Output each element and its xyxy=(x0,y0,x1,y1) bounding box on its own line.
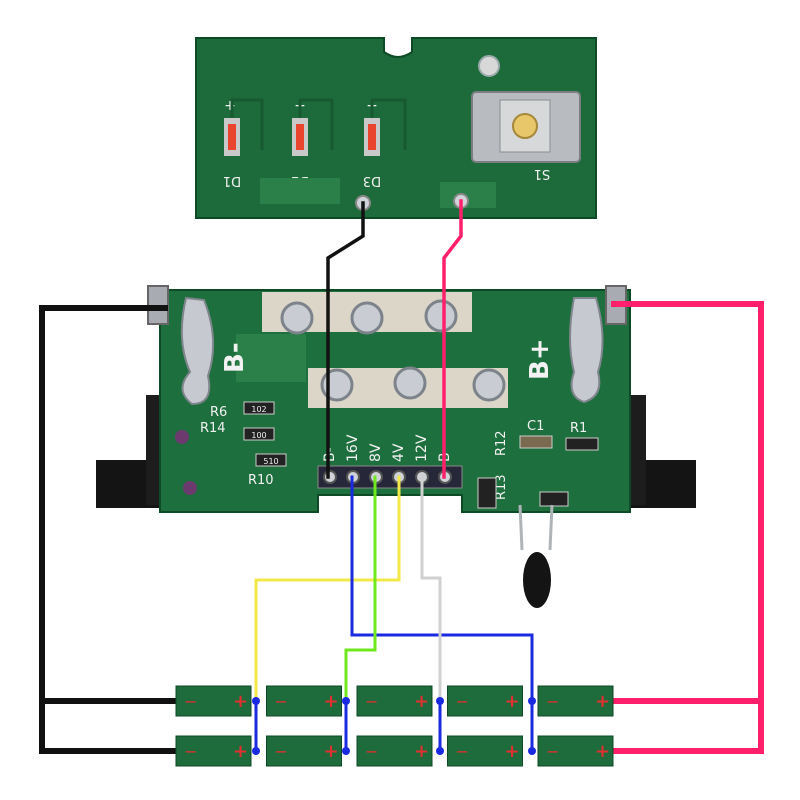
tap-header xyxy=(317,465,463,489)
cell-negative-mark: − xyxy=(184,692,197,711)
switch-s1-label: S1 xyxy=(534,166,551,181)
smd-component xyxy=(477,477,497,509)
cell-positive-mark: + xyxy=(595,741,610,762)
svg-text:R14: R14 xyxy=(200,421,226,436)
cell-positive-mark: + xyxy=(233,741,248,762)
wire-tap-12v xyxy=(420,475,442,702)
wire-tap-4v xyxy=(254,475,401,702)
solder-residue xyxy=(183,481,197,495)
cell-negative-mark: − xyxy=(184,742,197,761)
svg-text:R6: R6 xyxy=(210,405,227,420)
cell-link-node xyxy=(252,747,260,755)
wire-led-negative xyxy=(326,201,365,479)
resistor-r1: R1 xyxy=(565,421,599,451)
battery-cell xyxy=(537,735,614,767)
led-d1-polarity: + xyxy=(224,98,236,114)
cell-link-node xyxy=(436,747,444,755)
wire-pack-negative xyxy=(39,305,181,754)
led-d1-label: D1 xyxy=(223,173,241,188)
cell-negative-mark: − xyxy=(365,742,378,761)
cell-negative-mark: − xyxy=(275,742,288,761)
tap-label-4v: 4V xyxy=(391,443,407,462)
tactile-switch-s1: S1 xyxy=(471,91,581,181)
resistor-r13-label: R13 xyxy=(494,474,509,500)
battery-cell xyxy=(356,735,433,767)
battery-cell xyxy=(175,685,252,717)
cell-link-node xyxy=(436,697,444,705)
terminal-screws xyxy=(280,299,506,402)
cell-negative-mark: − xyxy=(456,692,469,711)
svg-text:R10: R10 xyxy=(248,473,274,488)
mounting-hole xyxy=(478,55,500,77)
battery-cell xyxy=(537,685,614,717)
cell-link-node xyxy=(252,697,260,705)
tap-label-bneg: B- xyxy=(322,447,338,462)
cell-positive-mark: + xyxy=(505,691,520,712)
wire-tap-8v xyxy=(344,475,377,702)
tap-label-16v: 16V xyxy=(345,434,361,462)
cell-negative-mark: − xyxy=(546,742,559,761)
bms-main-board: B- B+ 102 R6 100 R14 510 R10 xyxy=(96,285,696,608)
thermistor xyxy=(518,504,554,608)
resistor-r14: 100 R14 xyxy=(200,421,275,441)
resistor-r10: 510 R10 xyxy=(248,453,287,488)
neg-solder-joint xyxy=(180,296,215,406)
battery-cell xyxy=(266,735,342,767)
cell-link-node xyxy=(342,747,350,755)
cell-positive-mark: + xyxy=(505,741,520,762)
cell-positive-mark: + xyxy=(414,741,429,762)
tap-label-8v: 8V xyxy=(368,443,384,462)
battery-cell xyxy=(447,685,523,717)
svg-text:R1: R1 xyxy=(570,421,587,436)
cell-negative-mark: − xyxy=(456,742,469,761)
cell-positive-mark: + xyxy=(414,691,429,712)
battery-cell xyxy=(447,735,523,767)
pos-solder-joint xyxy=(569,297,604,404)
cell-negative-mark: − xyxy=(365,692,378,711)
cell-positive-mark: + xyxy=(595,691,610,712)
led-d3-label: D3 xyxy=(363,173,381,188)
wire-tap-16v xyxy=(350,475,534,702)
svg-text:C1: C1 xyxy=(527,419,544,434)
cell-link-node xyxy=(528,747,536,755)
battery-cell xyxy=(175,735,252,767)
battery-pack: − + − + − + − + − + − + − + − + − + − + xyxy=(175,685,614,767)
cell-positive-mark: + xyxy=(324,691,339,712)
wire-pack-positive xyxy=(611,301,764,754)
battery-cell xyxy=(356,685,433,717)
solder-residue xyxy=(175,430,189,444)
cell-link-node xyxy=(342,697,350,705)
pos-terminal-label: B+ xyxy=(525,338,555,380)
wiring xyxy=(39,199,764,754)
smd-component xyxy=(539,491,569,507)
svg-text:510: 510 xyxy=(263,457,278,466)
tap-label-12v: 12V xyxy=(414,434,430,462)
led-board-pcb xyxy=(195,37,597,219)
cell-negative-mark: − xyxy=(546,692,559,711)
cell-positive-mark: + xyxy=(324,741,339,762)
cell-link-node xyxy=(528,697,536,705)
neg-terminal-label: B- xyxy=(220,342,250,373)
switch-button xyxy=(512,113,538,139)
led-d1: + D1 xyxy=(223,98,241,188)
led-indicator-board: + D1 + D2 + D3 S1 xyxy=(195,37,597,219)
svg-text:102: 102 xyxy=(251,405,266,414)
cell-negative-mark: − xyxy=(275,692,288,711)
resistor-r12-label: R12 xyxy=(494,430,509,456)
wire-led-positive xyxy=(442,199,463,479)
resistor-r6: 102 R6 xyxy=(210,401,275,420)
battery-cell xyxy=(266,685,342,717)
capacitor-c1: C1 xyxy=(519,419,553,449)
cell-positive-mark: + xyxy=(233,691,248,712)
svg-text:100: 100 xyxy=(251,431,266,440)
